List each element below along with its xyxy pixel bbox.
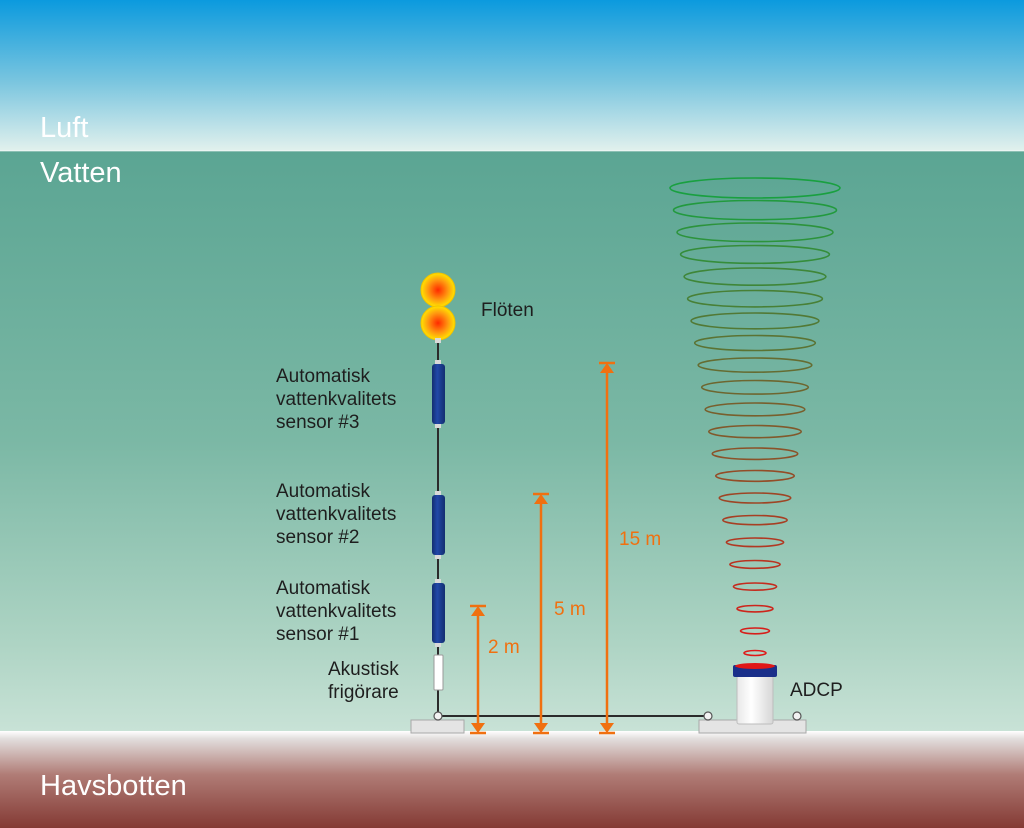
seabed-label: Havsbotten (40, 770, 187, 802)
beam-ring (718, 492, 792, 504)
sensor-2-label-line3: sensor #2 (276, 527, 359, 548)
beam-ring (693, 334, 817, 352)
sensor-canister-icon (432, 491, 445, 559)
beam-ring (686, 289, 824, 308)
sensor-3-label: Automatisk vattenkvalitets sensor #3 (276, 366, 396, 433)
air-label: Luft (40, 112, 88, 144)
beam-ring (743, 649, 767, 657)
sensor-1-label-line1: Automatisk (276, 578, 370, 599)
sky-area (0, 0, 1024, 151)
sensor-3-label-line2: vattenkvalitets (276, 389, 396, 410)
height-5m-arrow (533, 492, 549, 735)
height-2m-arrow (470, 604, 486, 735)
beam-ring (704, 402, 806, 417)
beam-ring (669, 177, 841, 199)
seabed-area (0, 731, 1024, 828)
beam-ring (679, 244, 831, 265)
beam-ring (697, 357, 813, 373)
beam-ring (707, 424, 802, 439)
sensor-canister-icon (432, 579, 445, 647)
beam-ring (711, 447, 799, 461)
height-5m-label: 5 m (554, 599, 586, 620)
sensor-2-label-line2: vattenkvalitets (276, 504, 396, 525)
beam-ring (676, 222, 834, 243)
sensor-canister-icon (432, 360, 445, 428)
floats-label: Flöten (481, 300, 534, 321)
anchor-ring-icon (433, 711, 443, 721)
beam-ring (725, 537, 785, 548)
adcp-base-ring-left-icon (703, 711, 713, 721)
beam-ring (672, 199, 838, 221)
height-2m-label: 2 m (488, 637, 520, 658)
acoustic-release-icon (433, 654, 444, 691)
beam-ring (732, 582, 778, 591)
water-area (0, 151, 1024, 731)
height-15m-arrow (599, 361, 615, 735)
adcp-beam-cone (669, 177, 841, 657)
release-label-line1: Akustisk (328, 659, 399, 680)
sensor-3-label-line1: Automatisk (276, 366, 370, 387)
float-buoy-icon (420, 272, 456, 343)
adcp-device-icon (733, 663, 777, 725)
adcp-label: ADCP (790, 680, 843, 701)
beam-ring (683, 267, 827, 287)
water-label: Vatten (40, 157, 122, 189)
sensor-1-label: Automatisk vattenkvalitets sensor #1 (276, 578, 396, 645)
height-15m-label: 15 m (619, 529, 661, 550)
sensor-1-label-line2: vattenkvalitets (276, 601, 396, 622)
sensor-2-label: Automatisk vattenkvalitets sensor #2 (276, 481, 396, 548)
beam-ring (736, 604, 774, 613)
anchor-weight-icon (410, 719, 465, 734)
beam-ring (722, 514, 788, 526)
beam-ring (700, 379, 810, 395)
beam-ring (690, 312, 820, 330)
release-label-line2: frigörare (328, 682, 399, 703)
beam-ring (714, 469, 795, 483)
sensor-1-label-line3: sensor #1 (276, 624, 359, 645)
beam-ring (739, 627, 771, 635)
sensor-3-label-line3: sensor #3 (276, 412, 359, 433)
beam-ring (729, 559, 781, 570)
adcp-base-ring-right-icon (792, 711, 802, 721)
sensor-2-label-line1: Automatisk (276, 481, 370, 502)
